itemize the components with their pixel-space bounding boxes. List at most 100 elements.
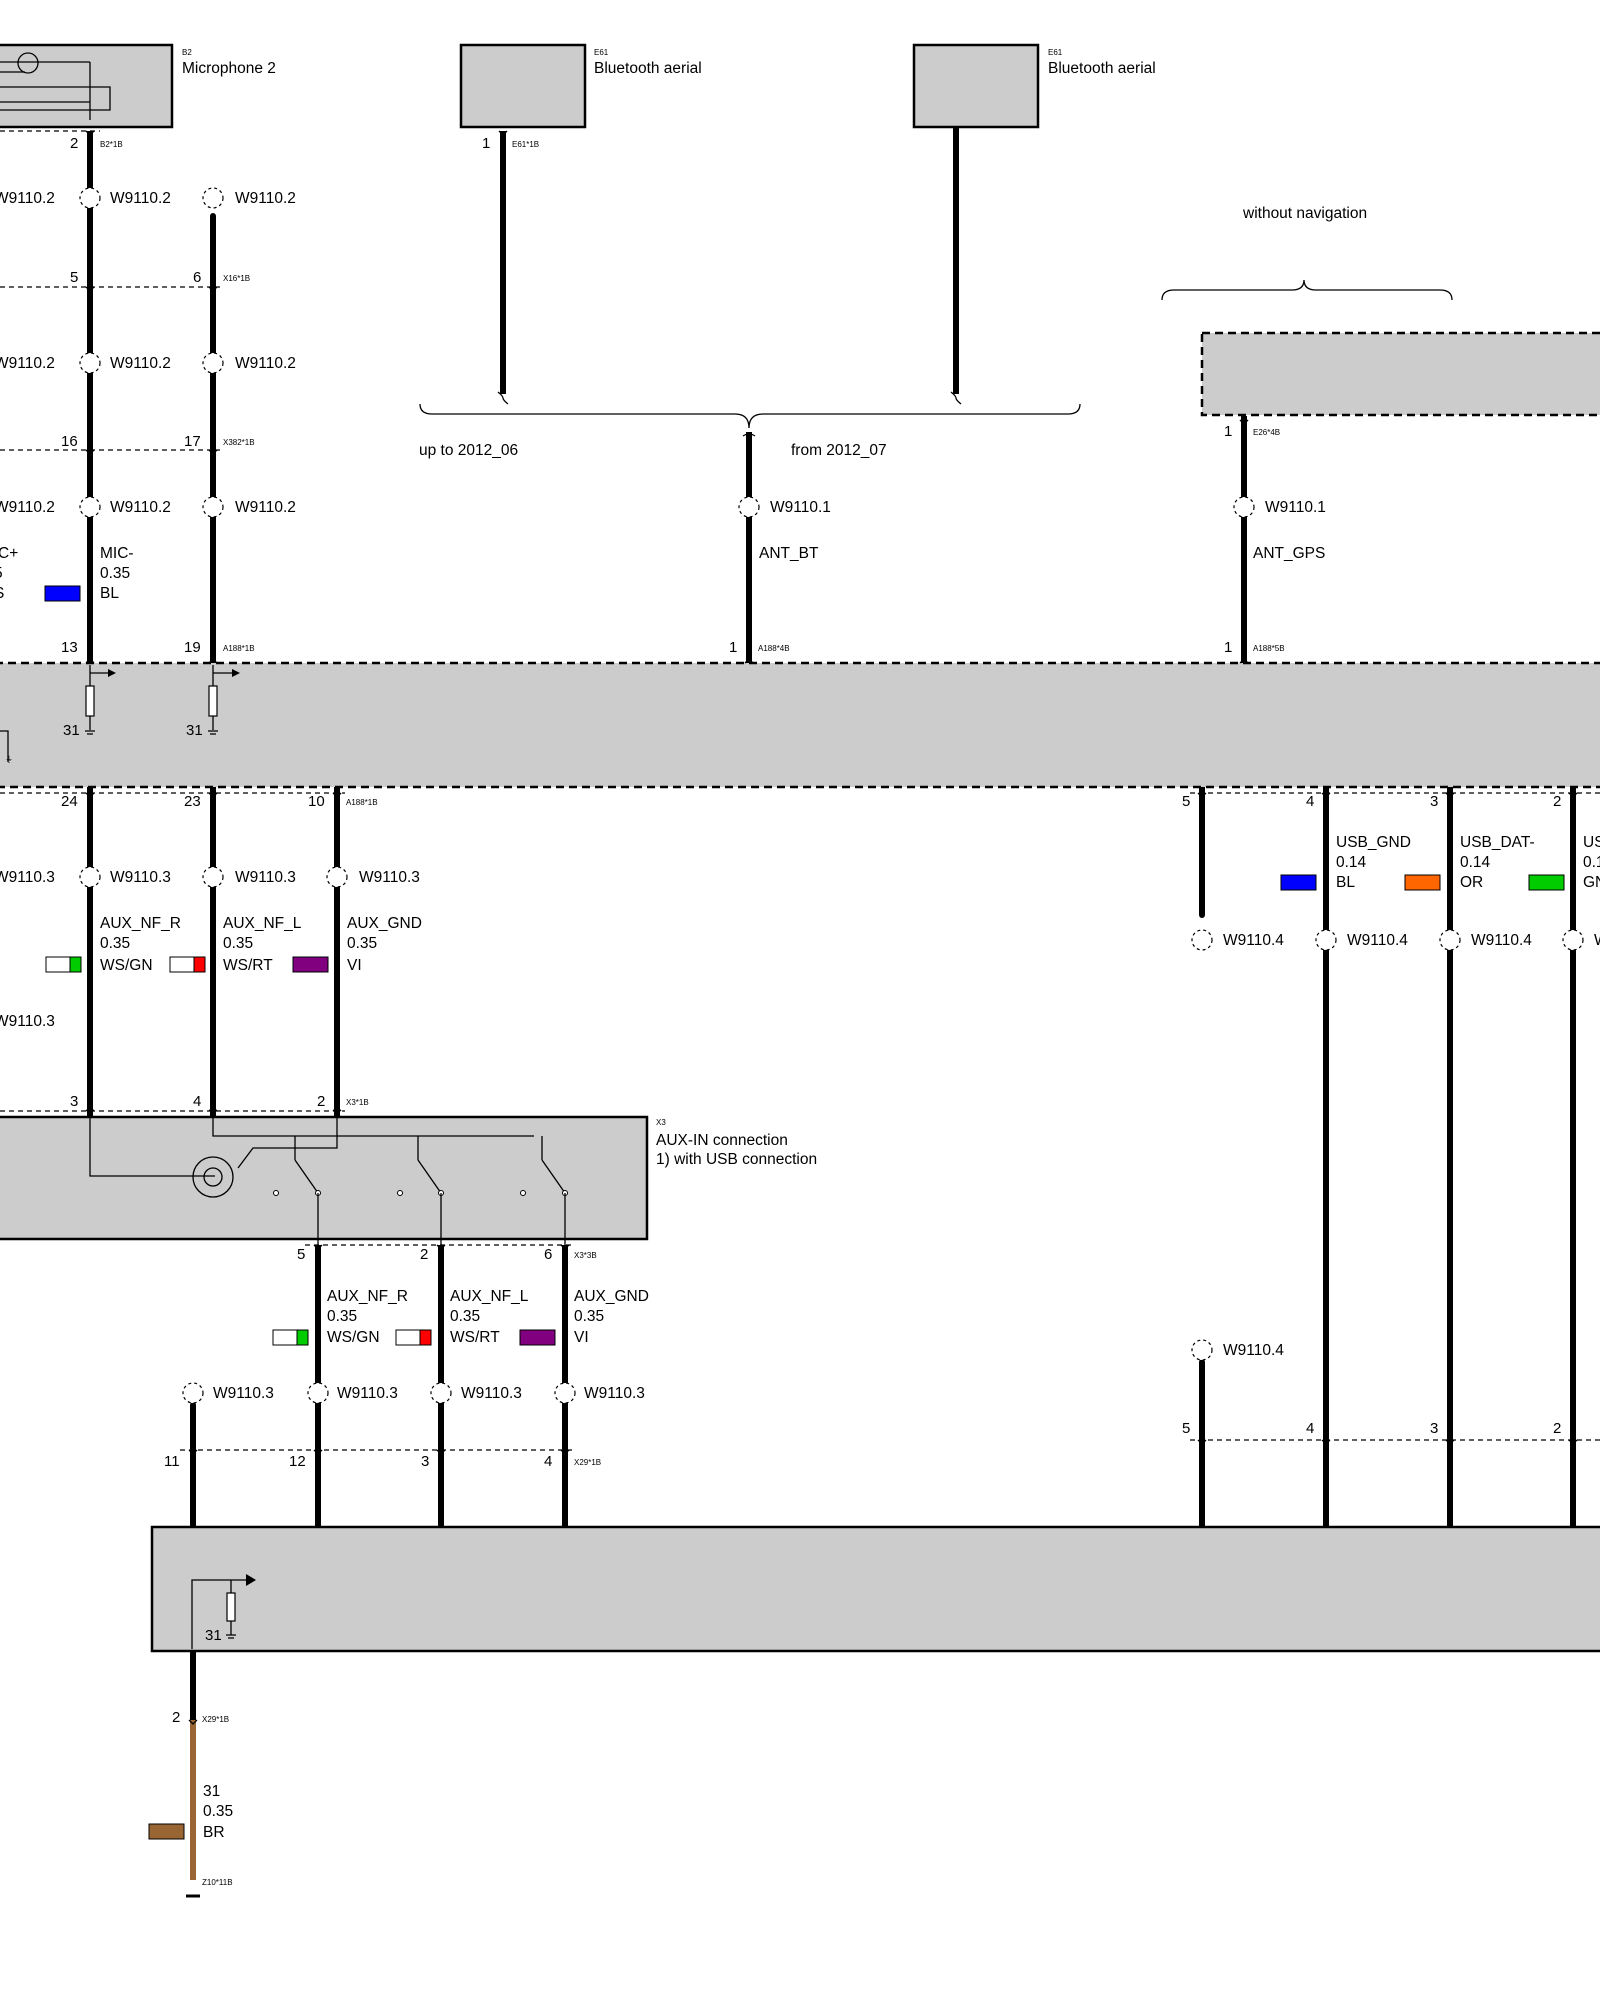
pin-number: 3: [70, 1093, 78, 1110]
pin-number: 4: [544, 1453, 552, 1470]
wire-size: 0.35: [100, 565, 130, 582]
screen-label: W9110.3: [461, 1385, 522, 1402]
gnd-label-31c: 31: [205, 1627, 222, 1644]
screen-label: W9110.3: [235, 869, 296, 886]
connector-ref: A188*1B: [346, 798, 378, 807]
wire-size: 0.35: [574, 1308, 604, 1325]
pin-number: 3: [1430, 1420, 1438, 1437]
svg-text:⏚: ⏚: [5, 755, 13, 764]
pin-number: 2: [70, 135, 78, 152]
screen-label: W9110.3: [359, 869, 420, 886]
pin-number: 12: [289, 1453, 306, 1470]
wire-color: S: [0, 585, 4, 602]
wires: [87, 127, 1576, 1898]
screen-label: W9110.3: [584, 1385, 645, 1402]
screen-label: W9110.2: [235, 355, 296, 372]
wire-name: 31: [203, 1783, 220, 1800]
wire-color: BR: [203, 1824, 225, 1841]
screen-label: W9110.1: [1265, 499, 1326, 516]
screen-label: W9110.2: [0, 190, 55, 207]
pin-number: 5: [297, 1246, 305, 1263]
wire-name: AUX_GND: [347, 915, 422, 932]
wire-name: ANT_BT: [759, 545, 819, 562]
wire-color: WS/GN: [100, 957, 153, 974]
without-navigation-label: without navigation: [1242, 205, 1367, 222]
b2-ref: B2: [182, 48, 192, 57]
gps-aerial-box: [1200, 331, 1600, 417]
up-to-label: up to 2012_06: [419, 442, 518, 459]
x3-name: AUX-IN connection: [656, 1132, 788, 1149]
wire-name: US: [1583, 834, 1600, 851]
connector-ref: A188*4B: [758, 644, 790, 653]
screen-label: W9110.2: [110, 499, 171, 516]
pin-number: 2: [1553, 793, 1561, 810]
connector-ref: X29*1B: [574, 1458, 601, 1467]
e61a-ref: E61: [594, 48, 609, 57]
pin-number: 16: [61, 433, 78, 450]
pin-number: 1: [729, 639, 737, 656]
pin-number: 11: [164, 1453, 180, 1470]
wire-size: 0.1: [1583, 854, 1600, 871]
pin-ticks: [85, 130, 1578, 1725]
pin-number: 1: [1224, 423, 1232, 440]
screen-labels: W9110.2 W9110.2 W9110.2 W9110.2 W9110.2 …: [0, 190, 1600, 1402]
connector-lines: [0, 130, 1600, 1451]
connector-ref: X3*1B: [346, 1098, 369, 1107]
wire-name: AUX_GND: [574, 1288, 649, 1305]
from-label: from 2012_07: [791, 442, 887, 459]
screen-label: W9110.2: [0, 499, 55, 516]
connector-ref: X16*1B: [223, 274, 250, 283]
x3-ref: X3: [656, 1118, 666, 1127]
screen-label: W9110.4: [1471, 932, 1532, 949]
wire-name: C+: [0, 545, 18, 562]
wire-size: 0.35: [223, 935, 253, 952]
pin-number: 4: [1306, 793, 1314, 810]
wire-color: GN: [1583, 874, 1600, 891]
color-swatch-bl: [44, 585, 81, 602]
wire-name: USB_DAT-: [1460, 834, 1535, 851]
connector-ref: E26*4B: [1253, 428, 1280, 437]
color-swatch-br: [148, 1823, 185, 1840]
pin-number: 2: [420, 1246, 428, 1263]
microphone-2-box: B2 Microphone 2: [0, 43, 276, 129]
screen-label: W9110.3: [0, 1013, 55, 1030]
gnd-label-31b: 31: [186, 722, 203, 739]
connector-ref: E61*1B: [512, 140, 539, 149]
aux-in-box: X3 AUX-IN connection 1) with USB connect…: [0, 1115, 817, 1245]
pin-number: 4: [1306, 1420, 1314, 1437]
pin-numbers: 2 1 5 6 16 17 1 13 19 1 1 24 23 10 5 4 3…: [61, 135, 1561, 1726]
screen-label: W9110.3: [0, 869, 55, 886]
bottom-module-box: 31: [150, 1525, 1600, 1653]
pin-number: 4: [193, 1093, 201, 1110]
pin-number: 2: [1553, 1420, 1561, 1437]
wire-name: AUX_NF_R: [100, 915, 181, 932]
screen-label: W9110.3: [213, 1385, 274, 1402]
pin-number: 5: [1182, 1420, 1190, 1437]
connector-refs: B2*1B E61*1B X16*1B X382*1B E26*4B A188*…: [100, 140, 1285, 1887]
pin-number: 19: [184, 639, 201, 656]
wire-color: OR: [1460, 874, 1483, 891]
wire-name: AUX_NF_L: [450, 1288, 529, 1305]
connector-ref: A188*1B: [223, 644, 255, 653]
screen-label: W9110.3: [110, 869, 171, 886]
pin-number: 13: [61, 639, 78, 656]
connector-ref: B2*1B: [100, 140, 123, 149]
wire-size: 0.35: [347, 935, 377, 952]
pin-number: 6: [544, 1246, 552, 1263]
screen-label: W9110.4: [1223, 932, 1284, 949]
bluetooth-aerial-2-box: E61 Bluetooth aerial: [912, 43, 1156, 129]
wire-size: 0.35: [203, 1803, 233, 1820]
wire-name: MIC-: [100, 545, 134, 562]
pin-number: 2: [317, 1093, 325, 1110]
wire-break-marks: [497, 391, 962, 437]
wire-color: WS/RT: [223, 957, 273, 974]
screen-label: W9110.1: [770, 499, 831, 516]
connector-ref: A188*5B: [1253, 644, 1285, 653]
screen-label: W9110.4: [1347, 932, 1408, 949]
screen-label: W9110.2: [0, 355, 55, 372]
wire-color: WS/RT: [450, 1329, 500, 1346]
e61b-name: Bluetooth aerial: [1048, 60, 1156, 77]
wire-name: ANT_GPS: [1253, 545, 1325, 562]
wire-color: BL: [1336, 874, 1355, 891]
